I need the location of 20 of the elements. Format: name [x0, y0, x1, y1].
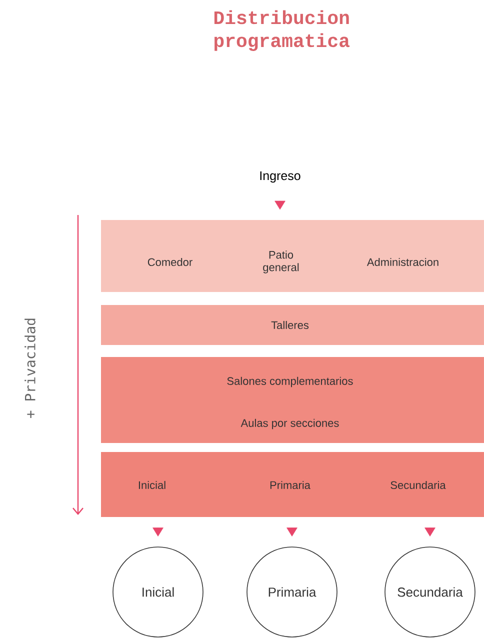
axis-label: + Privacidad	[24, 318, 36, 418]
band	[101, 220, 484, 292]
arrowhead	[286, 528, 298, 536]
band-label: Comedor	[148, 258, 192, 266]
band-label: Primaria	[270, 480, 310, 490]
arrowhead	[424, 528, 436, 536]
arrowhead	[274, 200, 286, 210]
band-label: Patio general	[263, 250, 299, 274]
title: Distribucion programatica	[214, 10, 350, 51]
band-label: Administracion	[366, 258, 438, 266]
band	[101, 357, 484, 443]
band-label: Salones complementarios	[227, 376, 353, 388]
band-label: Talleres	[271, 320, 309, 330]
band	[101, 452, 484, 517]
band-label: Secundaria	[390, 480, 446, 490]
entry-label: Ingreso	[260, 171, 300, 183]
band-label: Aulas por secciones	[240, 418, 339, 430]
band-label: Inicial	[138, 480, 166, 490]
band	[101, 305, 484, 345]
arrowhead	[152, 528, 164, 536]
